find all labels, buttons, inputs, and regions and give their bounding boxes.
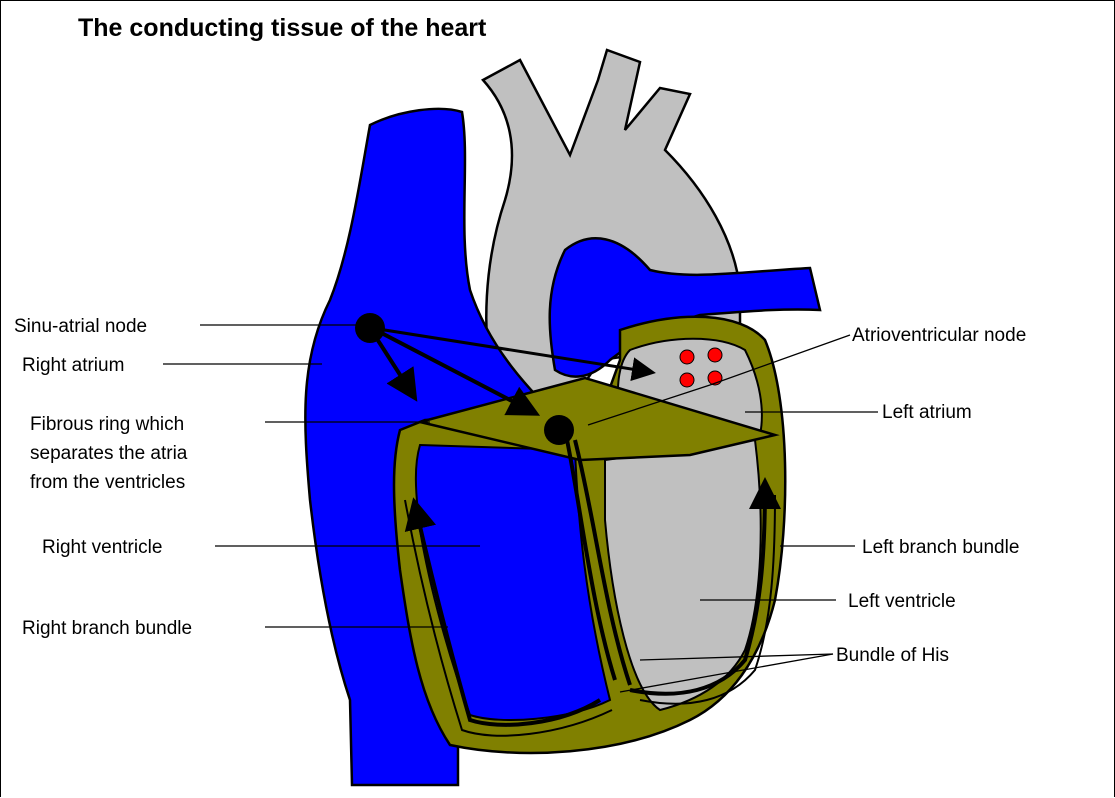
- label-sinu-atrial-node: Sinu-atrial node: [14, 316, 147, 337]
- label-left-ventricle: Left ventricle: [848, 591, 956, 612]
- pulmonary-vein: [680, 373, 694, 387]
- label-right-atrium: Right atrium: [22, 355, 124, 376]
- label-right-ventricle: Right ventricle: [42, 537, 162, 558]
- pulmonary-vein: [708, 348, 722, 362]
- label-atrioventricular-node: Atrioventricular node: [852, 325, 1026, 346]
- atrioventricular-node: [544, 415, 574, 445]
- pulmonary-vein: [680, 350, 694, 364]
- label-fibrous-ring-2: separates the atria: [30, 443, 188, 464]
- label-fibrous-ring-1: Fibrous ring which: [30, 414, 184, 435]
- label-right-branch-bundle: Right branch bundle: [22, 618, 192, 639]
- label-left-branch-bundle: Left branch bundle: [862, 537, 1019, 558]
- label-bundle-of-his: Bundle of His: [836, 645, 949, 666]
- sinu-atrial-node: [355, 313, 385, 343]
- label-fibrous-ring-3: from the ventricles: [30, 472, 185, 493]
- diagram-title: The conducting tissue of the heart: [78, 14, 487, 42]
- label-left-atrium: Left atrium: [882, 402, 972, 423]
